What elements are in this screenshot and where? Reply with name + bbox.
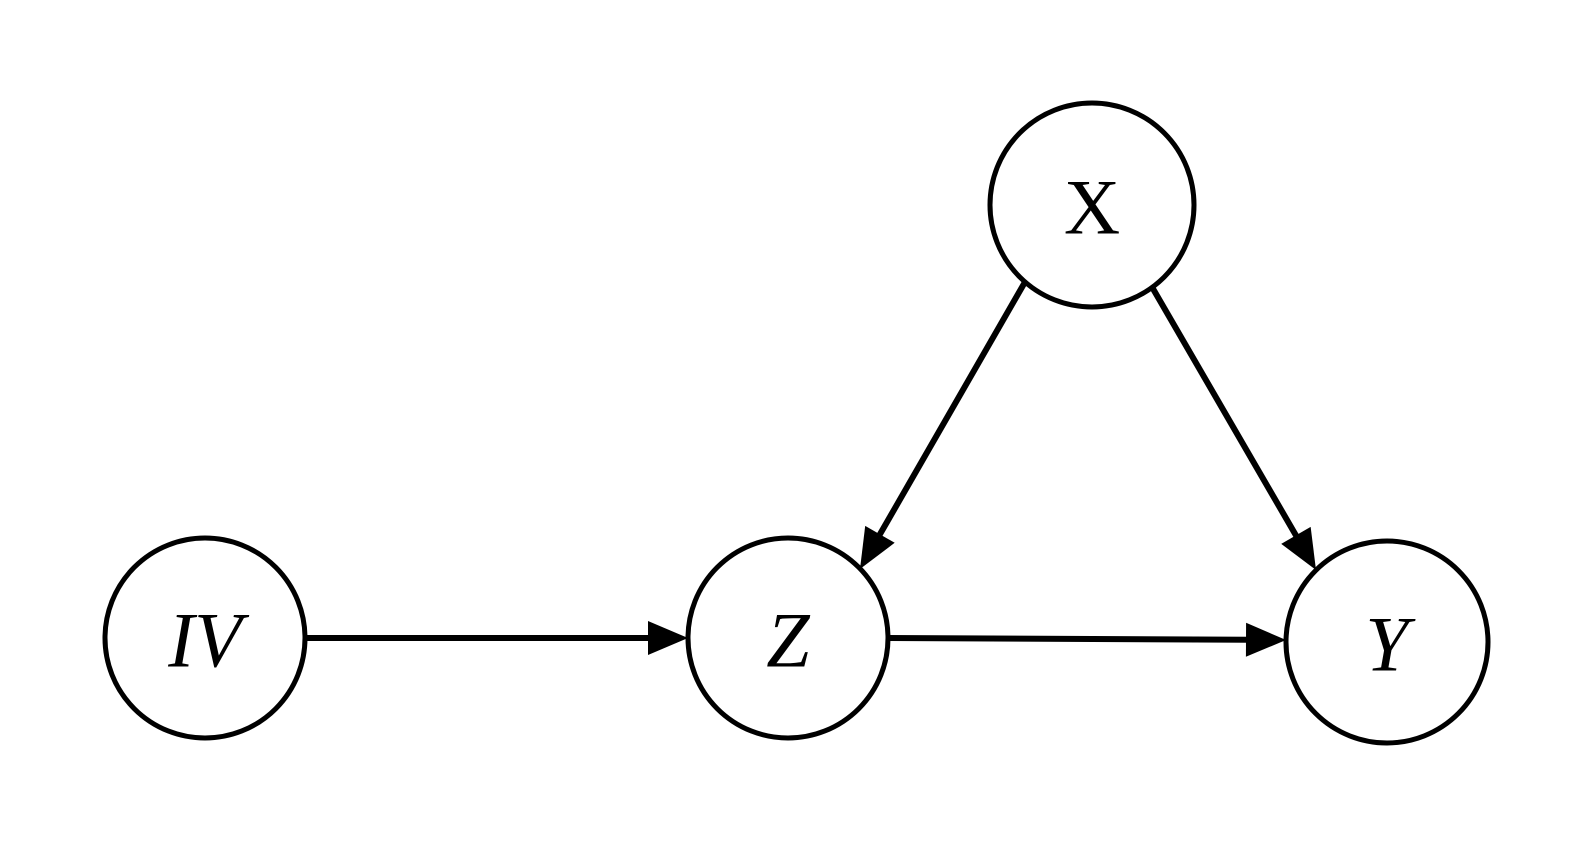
node-label-iv: IV: [167, 597, 250, 684]
edge-x-to-y: [1149, 285, 1316, 570]
edge-iv-to-z: [305, 621, 688, 655]
node-x[interactable]: X: [987, 100, 1197, 310]
node-label-x: X: [1064, 164, 1120, 251]
arrowhead-icon: [648, 621, 688, 655]
node-z[interactable]: Z: [685, 535, 891, 741]
node-iv[interactable]: IV: [102, 535, 308, 741]
edge-shaft: [887, 635, 1249, 643]
node-label-y: Y: [1365, 601, 1416, 688]
edge-z-to-y: [887, 622, 1286, 657]
node-label-z: Z: [766, 597, 811, 684]
edge-shaft: [1149, 285, 1300, 539]
edge-x-to-z: [860, 280, 1028, 569]
arrowhead-icon: [860, 525, 895, 569]
edge-shaft: [876, 280, 1028, 538]
node-circle-x[interactable]: [987, 100, 1197, 310]
arrowhead-icon: [1281, 526, 1316, 570]
nodes-layer: IV Z X Y: [102, 100, 1491, 746]
node-circle-iv[interactable]: [102, 535, 308, 741]
node-y[interactable]: Y: [1283, 538, 1491, 746]
arrowhead-icon: [1245, 622, 1286, 657]
edges-layer: [305, 280, 1316, 657]
node-circle-z[interactable]: [685, 535, 891, 741]
node-circle-y[interactable]: [1283, 538, 1491, 746]
